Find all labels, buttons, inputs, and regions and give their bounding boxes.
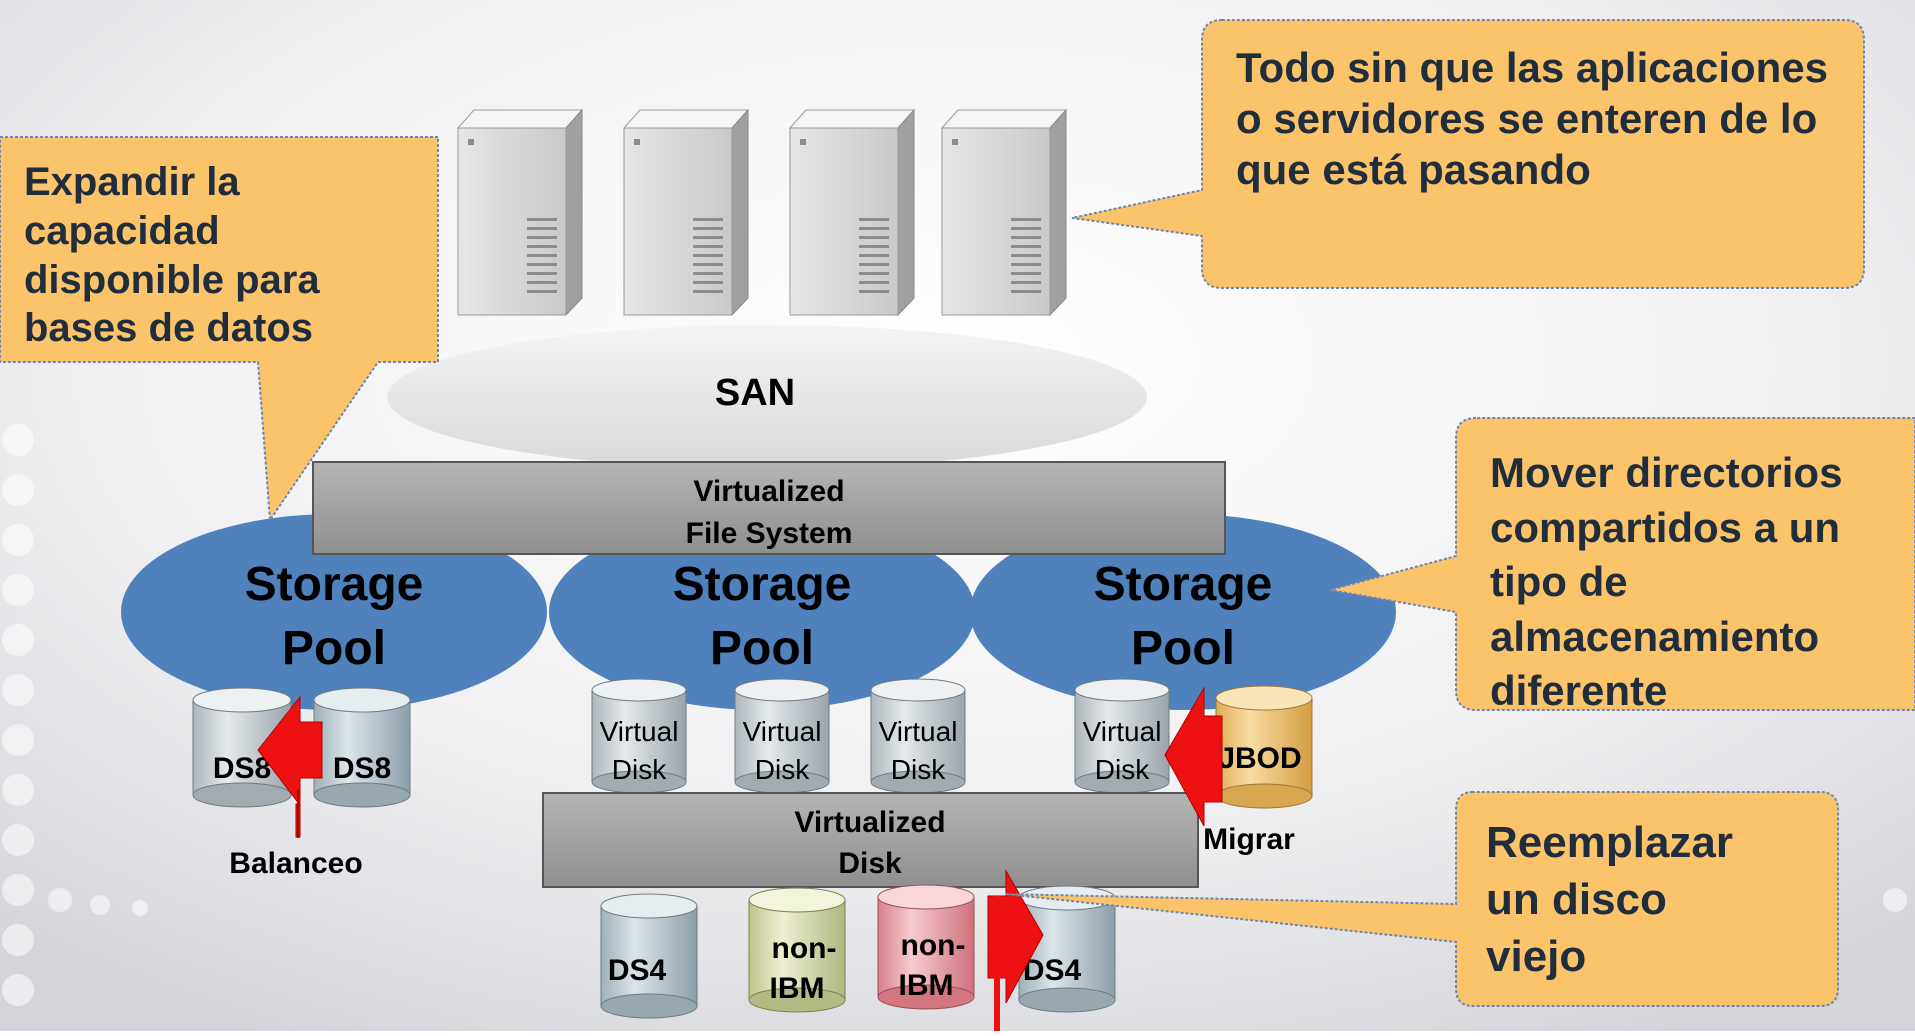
svg-text:non-: non- (901, 929, 966, 962)
ds8-disk: DS8 (313, 687, 411, 808)
svg-text:Storage: Storage (1094, 558, 1273, 611)
storage-pool: Storage Pool (970, 514, 1396, 710)
svg-text:Disk: Disk (755, 754, 810, 785)
svg-text:Pool: Pool (282, 622, 386, 675)
virtual-disk: Virtual Disk (870, 678, 966, 794)
virtual-disk: Virtual Disk (734, 678, 830, 794)
callout-move-text: Mover directorios compartidos a un tipo … (1490, 449, 1843, 715)
callout-expand-text: Expandir la capacidad disponible para ba… (24, 160, 320, 351)
callout-replace-text: Reemplazar un disco viejo (1486, 818, 1734, 982)
svg-text:Disk: Disk (1095, 754, 1150, 785)
callout-transparent-text: Todo sin que las aplicaciones o servidor… (1236, 44, 1829, 194)
svg-text:Virtual: Virtual (1083, 716, 1162, 747)
migrate-label: Migrar (1203, 823, 1295, 856)
server-icon (788, 108, 916, 317)
san-label: SAN (715, 372, 795, 414)
svg-text:File System: File System (686, 517, 853, 550)
svg-text:IBM: IBM (770, 972, 825, 1005)
jbod-disk: JBOD (1215, 685, 1313, 809)
server-icon (456, 108, 584, 317)
san-ellipse (387, 325, 1147, 469)
svg-text:Storage: Storage (245, 558, 424, 611)
virtualized-file-system-bar: Virtualized File System (312, 461, 1226, 555)
svg-text:Virtual: Virtual (600, 716, 679, 747)
non-ibm-disk: non- IBM (748, 887, 846, 1013)
balance-arrow (257, 695, 323, 838)
server-icon (622, 108, 750, 317)
svg-text:Disk: Disk (891, 754, 946, 785)
background-dots (2, 424, 1907, 1006)
svg-text:DS8: DS8 (213, 752, 271, 785)
balance-label: Balanceo (229, 847, 362, 880)
virtual-disk: Virtual Disk (591, 678, 687, 794)
callout-move (1329, 417, 1915, 711)
svg-text:DS8: DS8 (333, 752, 391, 785)
svg-text:Pool: Pool (710, 622, 814, 675)
ds8-disk: DS8 (192, 687, 292, 808)
svg-text:Virtualized: Virtualized (794, 806, 945, 839)
svg-text:DS4: DS4 (608, 954, 667, 987)
virtualized-disk-bar: Virtualized Disk (542, 792, 1199, 888)
svg-text:Virtual: Virtual (879, 716, 958, 747)
svg-text:Disk: Disk (838, 847, 902, 880)
svg-text:JBOD: JBOD (1218, 742, 1301, 775)
migrate-arrow (1164, 686, 1223, 827)
svg-text:IBM: IBM (899, 969, 954, 1002)
storage-pool: Storage Pool (549, 514, 975, 710)
svg-text:DS4: DS4 (1023, 954, 1082, 987)
callout-replace (1004, 791, 1839, 1007)
svg-text:Virtualized: Virtualized (693, 475, 844, 508)
callout-expand (0, 136, 439, 523)
svg-text:Virtual: Virtual (743, 716, 822, 747)
non-ibm-disk: non- IBM (877, 884, 975, 1010)
virtual-disk: Virtual Disk (1074, 678, 1170, 794)
svg-text:Pool: Pool (1131, 622, 1235, 675)
svg-text:non-: non- (772, 932, 837, 965)
server-icon (940, 108, 1068, 317)
storage-pool: Storage Pool (121, 514, 547, 710)
replace-arrow (987, 869, 1044, 1004)
svg-text:Disk: Disk (612, 754, 667, 785)
callout-transparent (1071, 19, 1865, 289)
svg-text:Storage: Storage (673, 558, 852, 611)
ds4-disk: DS4 (600, 893, 698, 1019)
